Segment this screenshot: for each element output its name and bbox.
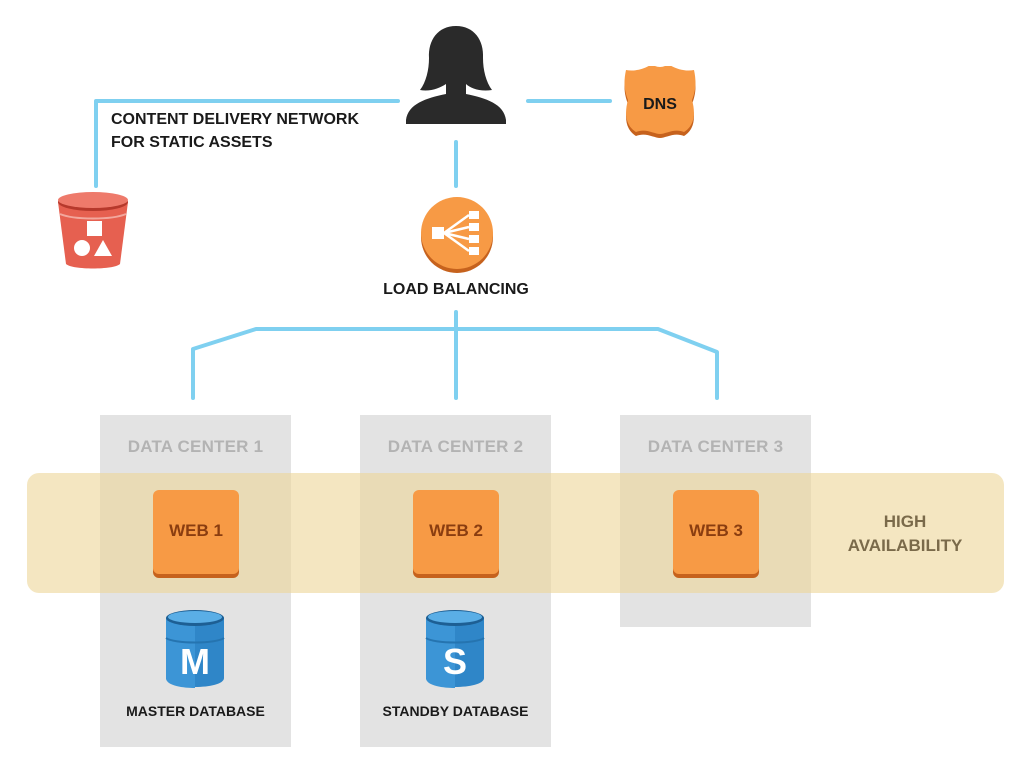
load-balancing-label: LOAD BALANCING [383,281,529,298]
web-server-2: WEB 2 [413,490,499,574]
web-server-label: WEB 1 [169,521,223,540]
data-center-title: DATA CENTER 2 [387,437,524,456]
database-cylinder-icon: S [425,610,485,688]
lb-to-dc3-connector [454,327,719,400]
cdn-connector [94,99,400,188]
user-silhouette-icon [406,26,506,124]
load-balancer-icon [421,197,493,273]
cdn-label: CONTENT DELIVERY NETWORK FOR STATIC ASSE… [111,108,359,154]
web-server-3: WEB 3 [673,490,759,574]
database-letter: M [180,641,210,682]
data-center-title: DATA CENTER 1 [127,437,264,456]
dns-shield-icon: DNS [624,66,696,138]
master-database-label: MASTER DATABASE [126,703,265,719]
storage-bucket-icon [58,192,128,269]
cdn-label-line-2: FOR STATIC ASSETS [111,134,273,151]
data-center-title: DATA CENTER 3 [647,437,784,456]
high-availability-line-1: HIGH [883,512,927,531]
lb-to-dc1-connector [191,327,458,400]
high-availability-label: HIGH AVAILABILITY [820,510,990,558]
database-cylinder-icon: M [165,610,225,688]
standby-database-label: STANDBY DATABASE [382,703,529,719]
high-availability-line-2: AVAILABILITY [847,536,963,555]
database-letter: S [443,641,467,682]
web-server-1: WEB 1 [153,490,239,574]
web-server-label: WEB 2 [429,521,483,540]
dns-label: DNS [643,96,677,113]
web-server-label: WEB 3 [689,521,743,540]
cdn-label-line-1: CONTENT DELIVERY NETWORK [111,111,360,128]
